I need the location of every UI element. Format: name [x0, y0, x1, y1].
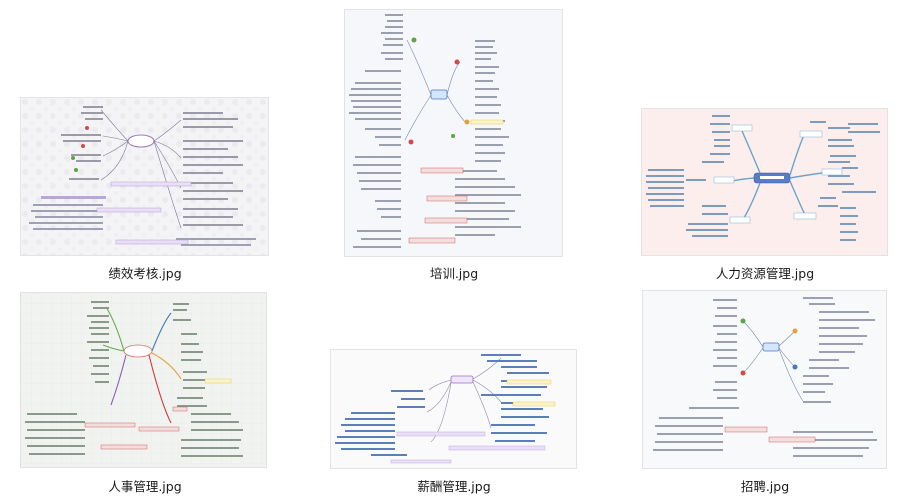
file-name[interactable]: 人力资源管理.jpg — [715, 266, 815, 281]
file-name[interactable]: 人事管理.jpg — [108, 479, 182, 494]
mindmap-thumbnail-icon[interactable] — [643, 291, 886, 468]
mindmap-thumbnail-icon[interactable] — [345, 10, 562, 256]
mindmap-thumbnail-icon[interactable] — [21, 98, 268, 255]
file-name[interactable]: 绩效考核.jpg — [108, 266, 182, 281]
file-name[interactable]: 薪酬管理.jpg — [417, 479, 491, 494]
mindmap-thumbnail-icon[interactable] — [642, 109, 887, 255]
mindmap-thumbnail-icon[interactable] — [21, 293, 266, 467]
mindmap-thumbnail-icon[interactable] — [331, 350, 576, 468]
file-name[interactable]: 招聘.jpg — [740, 479, 790, 494]
file-name[interactable]: 培训.jpg — [429, 266, 479, 281]
